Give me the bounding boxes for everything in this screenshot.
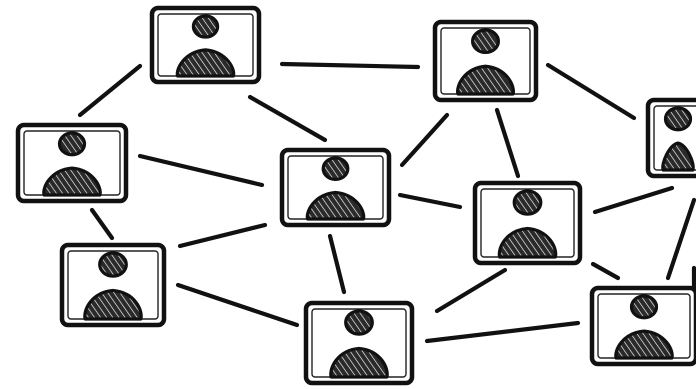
person-icon	[305, 156, 366, 221]
person-icon	[175, 14, 236, 78]
connection-line-n4-n7	[89, 207, 115, 241]
connection-line-n1-n5	[247, 94, 328, 143]
person-node-n7	[59, 242, 167, 328]
nodes-layer	[15, 5, 696, 386]
connection-line-n1-n2	[279, 61, 421, 70]
person-icon	[83, 251, 143, 321]
connection-line-n1-n4	[77, 63, 143, 118]
person-node-n1	[149, 5, 262, 85]
connection-line-n3-n10	[665, 197, 696, 281]
person-node-n5	[279, 147, 392, 228]
connection-line-n2-n3	[545, 62, 637, 121]
connection-line-n4-n5	[137, 153, 265, 188]
connection-line-n2-n6	[494, 107, 521, 179]
person-icon	[42, 131, 102, 197]
connection-line-n7-n8	[175, 282, 300, 328]
person-icon	[329, 309, 389, 379]
person-node-n3	[645, 97, 696, 179]
connection-line-n6-n8	[434, 267, 508, 314]
connection-line-n5-n8	[327, 233, 347, 295]
person-icon	[456, 28, 515, 96]
person-node-n9	[589, 285, 696, 367]
person-node-n4	[15, 122, 129, 204]
person-node-n6	[472, 180, 583, 266]
person-node-n8	[303, 300, 415, 386]
connection-line-n6-n10	[592, 185, 675, 215]
connection-line-n5-n6	[397, 192, 463, 210]
edges-layer	[77, 61, 696, 344]
person-icon	[661, 106, 695, 172]
person-icon	[497, 189, 558, 259]
person-node-n2	[432, 19, 539, 103]
connection-line-n8-n9	[424, 320, 581, 344]
connection-line-n6-n9	[590, 261, 621, 281]
connection-line-n2-n5	[399, 112, 450, 168]
connection-line-n5-n7	[177, 222, 268, 249]
person-icon	[614, 294, 674, 360]
